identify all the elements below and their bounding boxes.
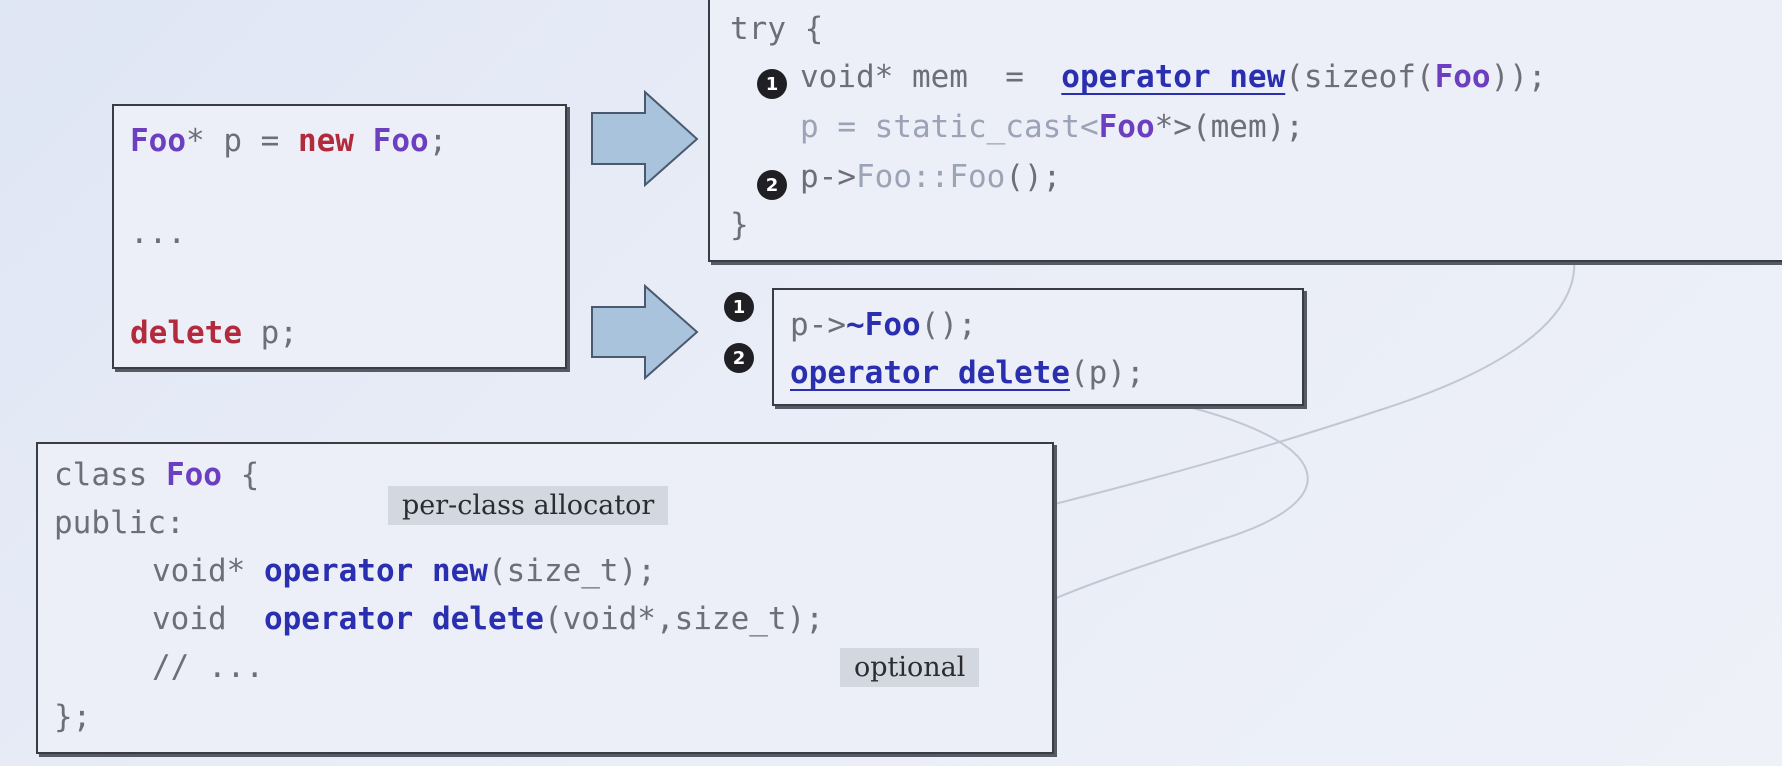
class-close-line: }; [54, 699, 92, 735]
ctor-call-line: p->Foo::Foo(); [800, 162, 1061, 193]
arrow-delete [591, 283, 699, 381]
code-text: p-> [800, 159, 856, 195]
try-close-line: } [730, 207, 749, 243]
code-text: p = static_cast< [800, 109, 1099, 145]
code-text: p; [241, 315, 298, 351]
public-line: public: [54, 505, 185, 541]
mem-alloc-line: void* mem = operator new(sizeof(Foo)); [800, 62, 1547, 93]
keyword-delete: delete [130, 315, 242, 351]
code-text: p-> [790, 307, 846, 343]
try-line: try { [730, 11, 824, 47]
code-text: (size_t); [487, 553, 656, 589]
type-foo: Foo [1098, 109, 1155, 145]
type-foo: Foo [130, 123, 186, 159]
code-text: (); [920, 307, 977, 343]
new-expansion-box: try { void* mem = operator new(sizeof(Fo… [708, 0, 1782, 262]
optional-label: optional [840, 648, 980, 687]
per-class-allocator-label: per-class allocator [388, 486, 669, 525]
dtor-call-line: p->~Foo(); [790, 310, 977, 341]
step-1-badge-delete: 1 [724, 292, 754, 322]
delete-expansion-box: p->~Foo(); operator delete(p); [772, 288, 1304, 406]
step-2-badge-delete: 2 [724, 343, 754, 373]
destructor-name: ~Foo [846, 307, 921, 343]
constructor-name: Foo::Foo [856, 159, 1006, 195]
code-text: void* [152, 553, 264, 589]
operator-new-call: operator new [1061, 59, 1286, 95]
member-operator-delete: operator delete [263, 601, 544, 637]
code-text: (p); [1069, 355, 1145, 391]
member-operator-new: operator new [263, 553, 488, 589]
expr-ellipsis-line: ... [130, 215, 186, 251]
code-text: void* mem = [800, 59, 1062, 95]
member-operator-delete-line: void operator delete(void*,size_t); [152, 604, 824, 635]
connector-delete [1029, 399, 1309, 611]
class-header-line: class Foo { [54, 460, 259, 491]
operator-delete-call: operator delete [790, 355, 1070, 391]
code-text: * p = [186, 123, 298, 159]
step-1-badge-new: 1 [757, 69, 787, 99]
type-foo: Foo [1434, 59, 1491, 95]
code-text: class [54, 457, 166, 493]
keyword-new: new [297, 123, 354, 159]
expr-new-line: Foo* p = new Foo; [130, 126, 447, 157]
type-foo: Foo [372, 123, 429, 159]
arrow-new [591, 89, 699, 188]
expression-box: Foo* p = new Foo; ... delete p; [112, 104, 567, 369]
expr-delete-line: delete p; [130, 318, 298, 349]
code-text: void [152, 601, 264, 637]
class-name: Foo [165, 457, 222, 493]
code-text: (); [1005, 159, 1062, 195]
operator-delete-line: operator delete(p); [790, 358, 1145, 389]
code-text: ; [428, 123, 448, 159]
code-space [354, 123, 373, 159]
code-text: (sizeof( [1285, 59, 1435, 95]
code-text: *>(mem); [1154, 109, 1304, 145]
code-text: (void*,size_t); [543, 601, 824, 637]
code-text: )); [1490, 59, 1547, 95]
comment-line: // ... [152, 649, 264, 685]
code-text: { [221, 457, 260, 493]
step-2-badge-new: 2 [757, 170, 787, 200]
member-operator-new-line: void* operator new(size_t); [152, 556, 656, 587]
static-cast-line: p = static_cast<Foo*>(mem); [800, 112, 1304, 143]
